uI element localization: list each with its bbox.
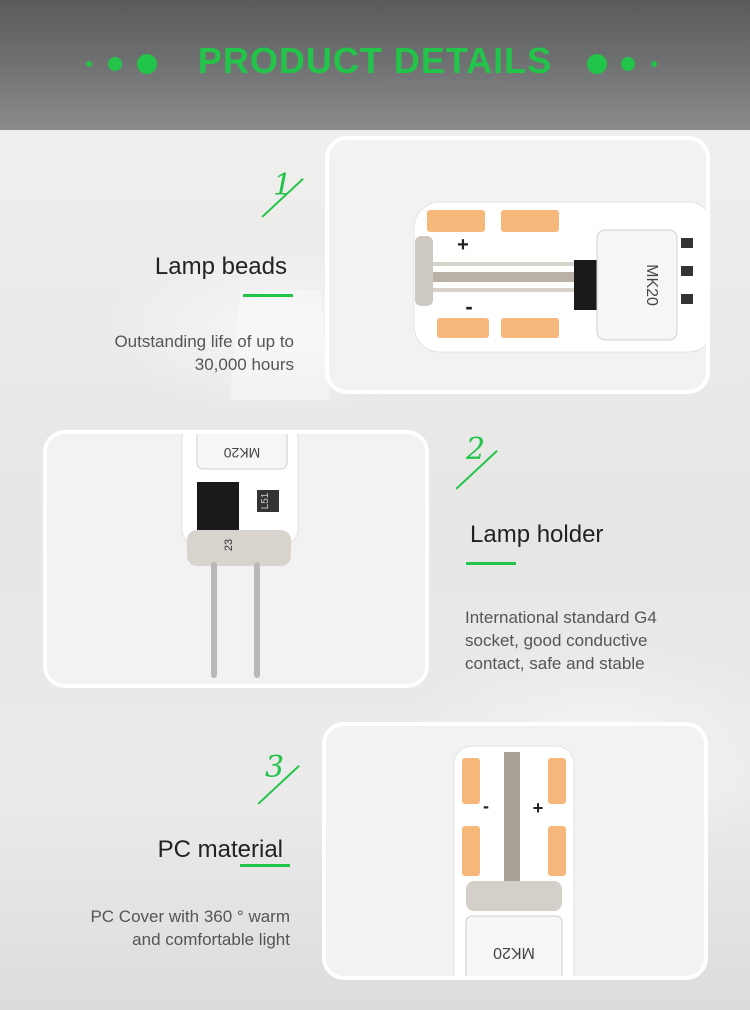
section-number: 3 xyxy=(265,750,285,785)
description-line: and comfortable light xyxy=(132,930,290,949)
header-banner: PRODUCT DETAILS xyxy=(0,0,750,130)
decor-dot xyxy=(108,57,122,71)
plus-mark: + xyxy=(457,234,469,256)
lamp-holder-image: MK20 L51 23 xyxy=(43,430,429,688)
section-number: 1 xyxy=(273,168,293,203)
chip-label: MK20 xyxy=(224,445,261,461)
pc-material-image: - + MK20 xyxy=(322,722,708,980)
chip-label: MK20 xyxy=(493,944,535,961)
board-number: 23 xyxy=(223,539,235,551)
decor-dot xyxy=(651,61,657,67)
description-line: 30,000 hours xyxy=(194,355,294,374)
section-underline xyxy=(466,562,516,565)
description-line: contact, safe and stable xyxy=(465,654,645,673)
minus-mark: - xyxy=(465,294,472,319)
decor-dot xyxy=(86,61,92,67)
decor-dot xyxy=(587,54,607,74)
decor-dot xyxy=(621,57,635,71)
section-title: Lamp holder xyxy=(470,521,604,548)
section-title: Lamp beads xyxy=(154,253,287,280)
section-underline xyxy=(240,864,290,867)
plus-mark: + xyxy=(533,798,544,818)
section-number: 2 xyxy=(466,432,486,467)
section-description: International standard G4 socket, good c… xyxy=(465,606,657,675)
component-code: L51 xyxy=(260,492,271,509)
chip-label: MK20 xyxy=(643,264,660,306)
lamp-beads-image: + - MK20 xyxy=(325,136,710,394)
section-title: PC material xyxy=(157,836,283,863)
description-line: socket, good conductive xyxy=(465,631,648,650)
section-description: PC Cover with 360 ° warm and comfortable… xyxy=(90,905,290,951)
section-description: Outstanding life of up to 30,000 hours xyxy=(114,330,294,376)
minus-mark: - xyxy=(483,796,489,816)
page-title: PRODUCT DETAILS xyxy=(197,40,553,81)
description-line: Outstanding life of up to xyxy=(114,332,294,351)
description-line: International standard G4 xyxy=(465,608,657,627)
section-underline xyxy=(243,294,293,297)
decor-dot xyxy=(137,54,157,74)
description-line: PC Cover with 360 ° warm xyxy=(90,907,290,926)
background-lamp-image xyxy=(230,290,330,400)
